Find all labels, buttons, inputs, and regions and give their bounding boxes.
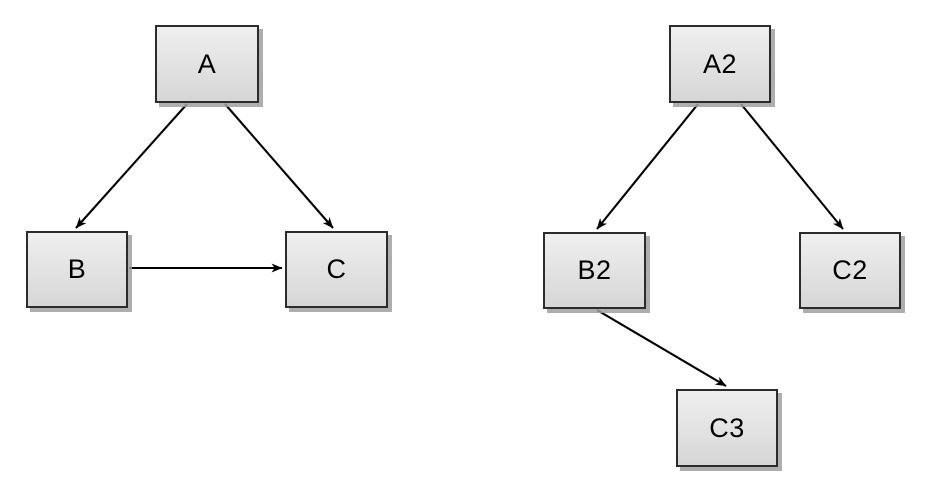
edge-a-to-c [224,103,334,229]
node-b-label: B [67,254,87,284]
node-c[interactable]: C [285,231,388,308]
node-b2-label: B2 [577,255,612,285]
node-c3-label: C3 [709,412,745,443]
node-b2[interactable]: B2 [543,232,646,309]
edge-b2-to-c3 [596,309,727,387]
edge-a-to-b [75,103,188,229]
edge-a2-to-c2 [740,103,844,230]
node-a2-label: A2 [702,48,738,79]
node-c2[interactable]: C2 [799,232,901,309]
node-a2[interactable]: A2 [669,25,771,103]
node-a-label: A [197,48,217,79]
node-c-label: C [326,254,347,284]
node-a[interactable]: A [155,25,259,103]
edge-a2-to-b2 [596,103,699,230]
node-b[interactable]: B [26,231,128,308]
node-c3[interactable]: C3 [676,389,778,467]
node-c2-label: C2 [832,255,868,285]
